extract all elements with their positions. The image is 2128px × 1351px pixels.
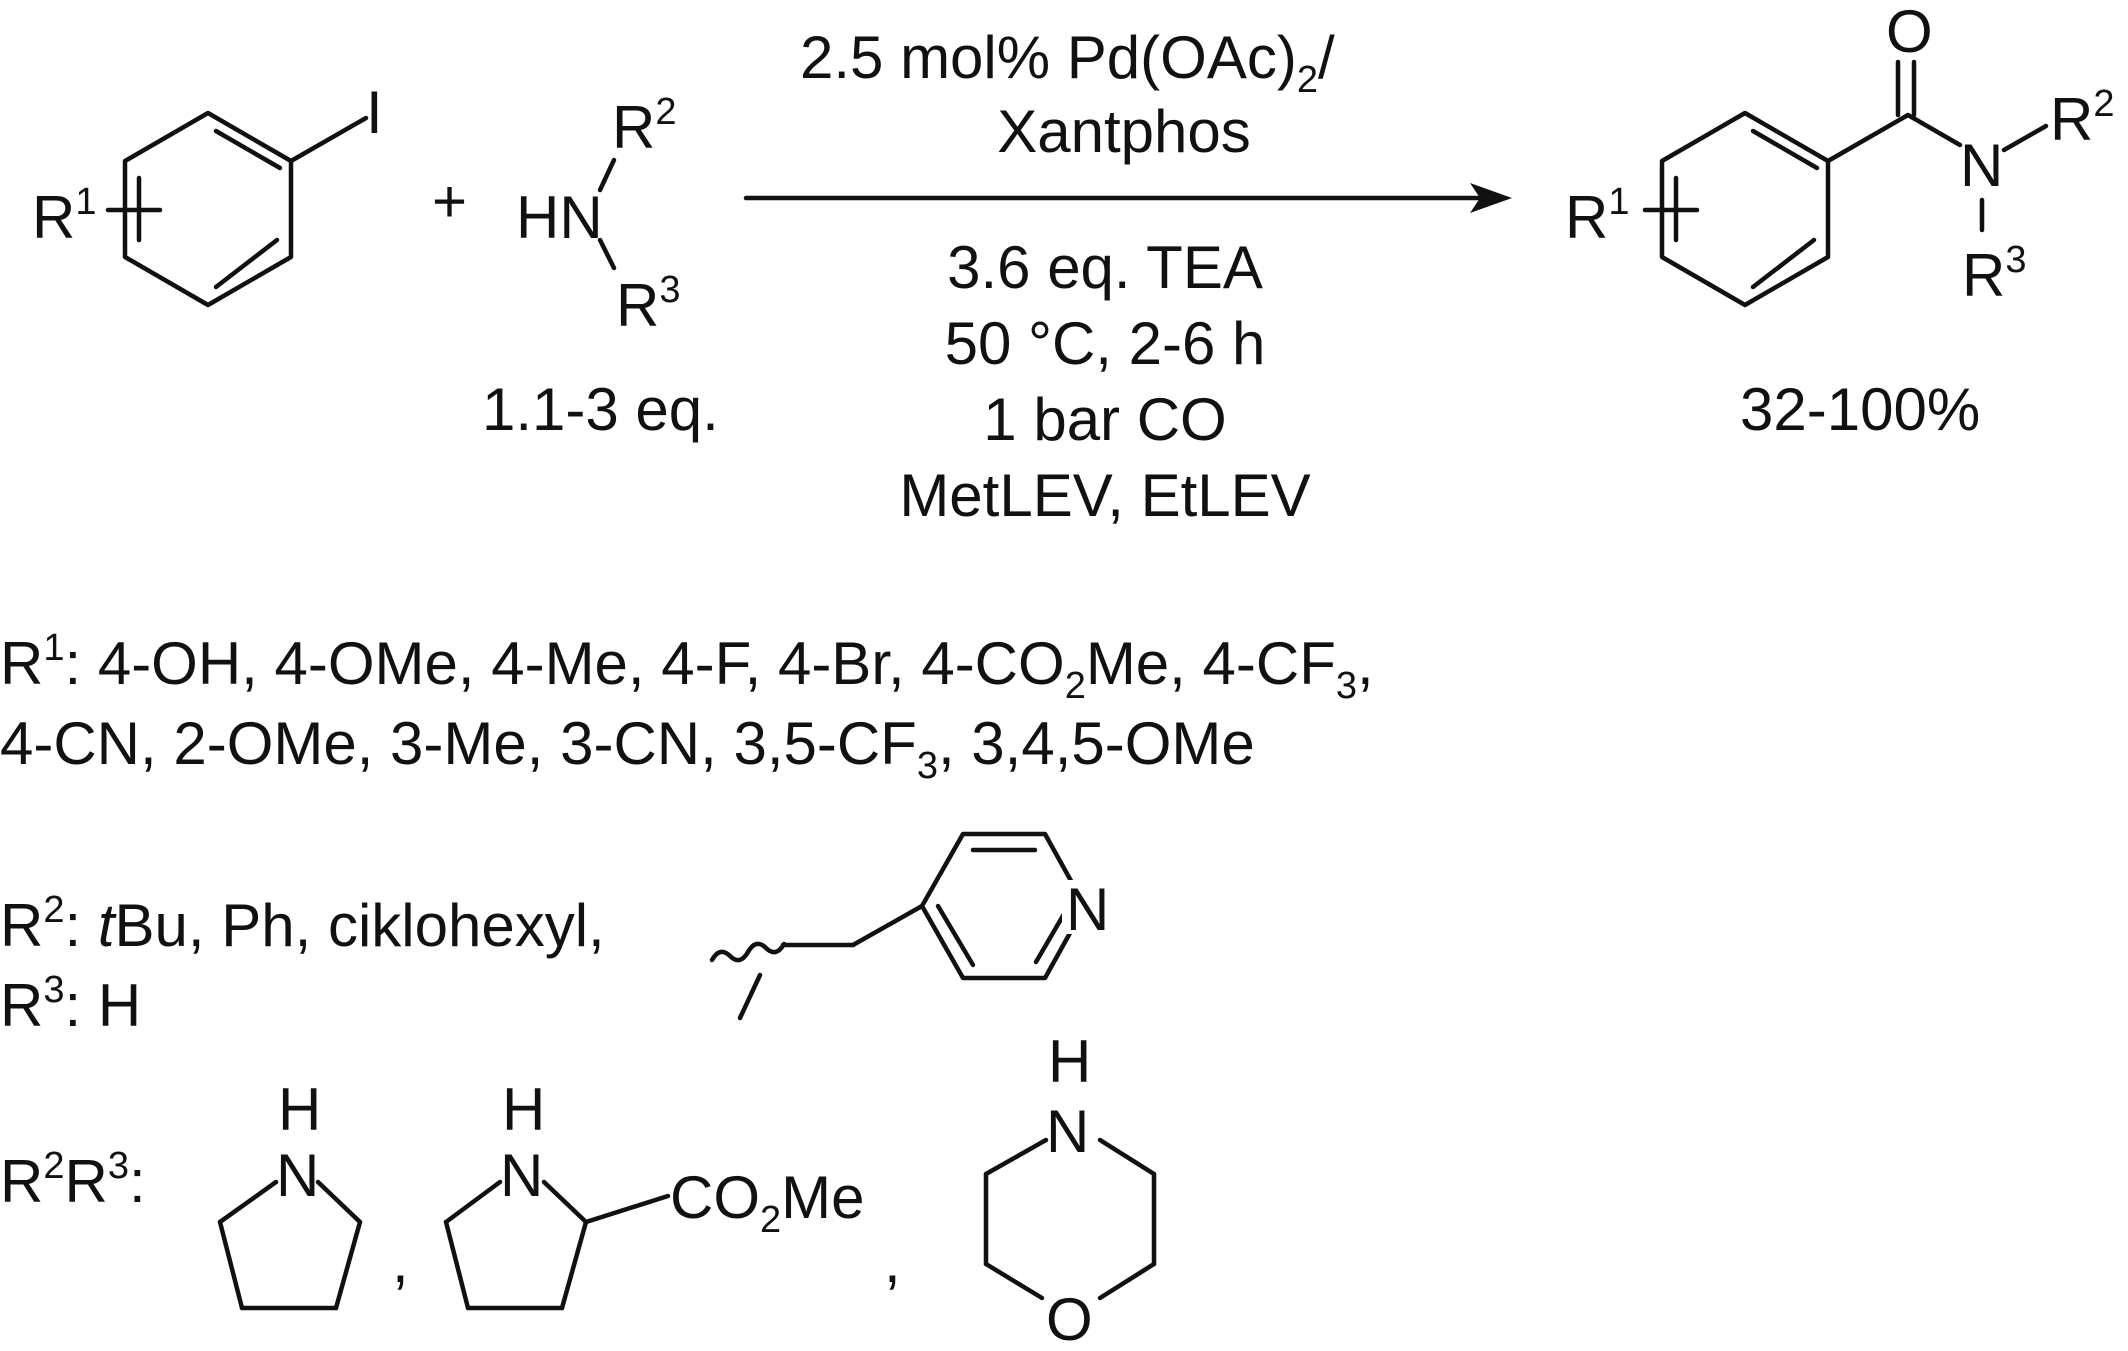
- plus-sign: +: [432, 168, 467, 235]
- separator-comma: ,: [392, 1228, 409, 1295]
- pyrrolidine-structure: H N: [217, 1076, 363, 1311]
- reaction-conditions: 2.5 mol% Pd(OAc)2/ Xantphos 3.6 eq. TEA …: [800, 24, 1335, 529]
- iodine-atom: I: [366, 79, 383, 146]
- iodine-bond: [288, 115, 369, 164]
- aryl-carbonyl-bond: [1825, 112, 1911, 164]
- r2r3-scope-label: R2R3:: [0, 1145, 146, 1215]
- aryl-iodide-structure: I R1: [32, 79, 383, 308]
- amide-bond: [1905, 112, 1963, 148]
- ring-double-bond: [1750, 128, 1820, 171]
- ring-bond: [217, 1219, 245, 1311]
- ring-bond: [1097, 1261, 1157, 1301]
- proline-h: H: [502, 1076, 545, 1143]
- product-r2-label: R2: [2050, 83, 2114, 153]
- ring-bond: [541, 1179, 589, 1225]
- r1-scope-line1: R1: 4-OH, 4-OMe, 4-Me, 4-F, 4-Br, 4-CO2M…: [0, 627, 1374, 707]
- amine-bond-down: [597, 237, 617, 271]
- product-r1-label: R1: [1565, 181, 1629, 251]
- yield-text: 32-100%: [1740, 376, 1980, 443]
- ring-bond: [1097, 1137, 1157, 1177]
- pyrrolidine-n: N: [276, 1142, 319, 1209]
- pyrrolidine-h: H: [278, 1076, 321, 1143]
- pyridine-ring: [919, 831, 1088, 981]
- oxygen-atom: O: [1886, 0, 1933, 65]
- ester-bond: [583, 1193, 671, 1225]
- product-structure: R1 O N R2 R3: [1565, 0, 2114, 309]
- ring-bond: [333, 1219, 363, 1311]
- amine-bond-up: [597, 157, 617, 193]
- morpholine-structure: H N O: [983, 1028, 1157, 1351]
- proline-n: N: [500, 1142, 543, 1209]
- pressure-text: 1 bar CO: [983, 386, 1226, 453]
- ligand-text: Xantphos: [997, 98, 1251, 165]
- morpholine-h: H: [1048, 1028, 1091, 1095]
- ring-bond: [443, 1179, 503, 1225]
- ring-double-bond: [213, 128, 283, 171]
- ring-bond: [315, 1179, 363, 1225]
- pyridine-nitrogen: N: [1066, 876, 1109, 943]
- temperature-time-text: 50 °C, 2-6 h: [945, 310, 1266, 377]
- product-r3-label: R3: [1962, 239, 2026, 309]
- amine-structure: HN R2 R3: [516, 91, 680, 339]
- ring-double-bond: [1033, 911, 1067, 965]
- ring-double-bond: [935, 903, 976, 968]
- ring-bond: [983, 1137, 1049, 1177]
- ring-bond: [217, 1179, 279, 1225]
- r2-scope: R2: tBu, Ph, ciklohexyl,: [0, 889, 605, 959]
- ring-double-bond: [1750, 237, 1817, 290]
- r1-label: R1: [32, 181, 96, 251]
- hn-label: HN: [516, 184, 603, 251]
- methylene-bond: [850, 903, 925, 948]
- catalyst-text: 2.5 mol% Pd(OAc)2/: [800, 24, 1335, 101]
- nitrogen-label-mask: [1062, 880, 1108, 934]
- morpholine-n: N: [1046, 1098, 1089, 1165]
- pyridylmethyl-structure: N: [709, 831, 1109, 1021]
- r3-label: R3: [616, 269, 680, 339]
- ring-double-bond: [213, 237, 280, 290]
- amine-equivalents: 1.1-3 eq.: [482, 376, 719, 443]
- solvent-text: MetLEV, EtLEV: [899, 462, 1310, 529]
- r3-scope: R3: H: [0, 969, 141, 1039]
- wavy-bond-icon: [709, 941, 787, 963]
- morpholine-o: O: [1046, 1286, 1093, 1351]
- n-r2-bond: [2001, 123, 2049, 153]
- proline-ester-structure: H N CO2Me: [443, 1076, 865, 1311]
- arrowhead: [1470, 183, 1512, 213]
- r1-scope-line2: 4-CN, 2-OMe, 3-Me, 3-CN, 3,5-CF3, 3,4,5-…: [0, 710, 1255, 787]
- amide-nitrogen: N: [1960, 132, 2003, 199]
- separator-comma: ,: [884, 1228, 901, 1295]
- ring-bond: [983, 1261, 1045, 1301]
- r2-label: R2: [612, 91, 676, 161]
- ester-label: CO2Me: [670, 1164, 865, 1241]
- attachment-bond: [737, 972, 763, 1021]
- base-text: 3.6 eq. TEA: [947, 234, 1263, 301]
- ring-bond: [443, 1219, 471, 1311]
- ring-bond: [559, 1219, 589, 1311]
